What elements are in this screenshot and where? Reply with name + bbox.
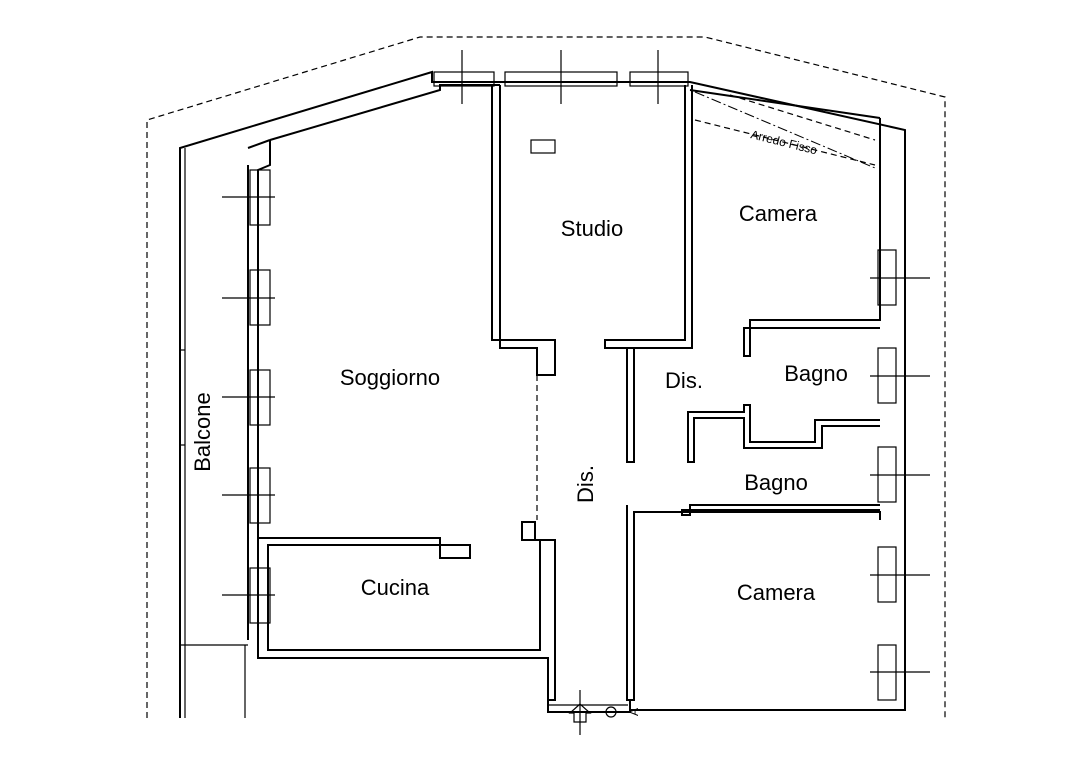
property-boundary: [146, 36, 946, 718]
room-label-camera-bottom: Camera: [737, 580, 816, 605]
section-marker-a: A: [627, 708, 641, 716]
room-label-soggiorno: Soggiorno: [340, 365, 440, 390]
room-label-dis-corridor: Dis.: [573, 465, 598, 503]
room-label-bagno-top: Bagno: [784, 361, 848, 386]
room-label-cucina: Cucina: [361, 575, 430, 600]
room-label-dis-right: Dis.: [665, 368, 703, 393]
entrance-arrow-icon: [568, 703, 592, 723]
room-label-studio: Studio: [561, 216, 623, 241]
windows-left: [222, 169, 275, 624]
room-label-balcone: Balcone: [190, 392, 215, 472]
windows-right: [870, 249, 930, 701]
room-label-bagno-bottom: Bagno: [744, 470, 808, 495]
arredo-fisso-label: Arredo Fisso: [749, 127, 819, 157]
room-label-camera-top: Camera: [739, 201, 818, 226]
outer-walls: [179, 70, 906, 718]
windows-top: [433, 50, 689, 104]
interior-walls: [257, 85, 881, 735]
